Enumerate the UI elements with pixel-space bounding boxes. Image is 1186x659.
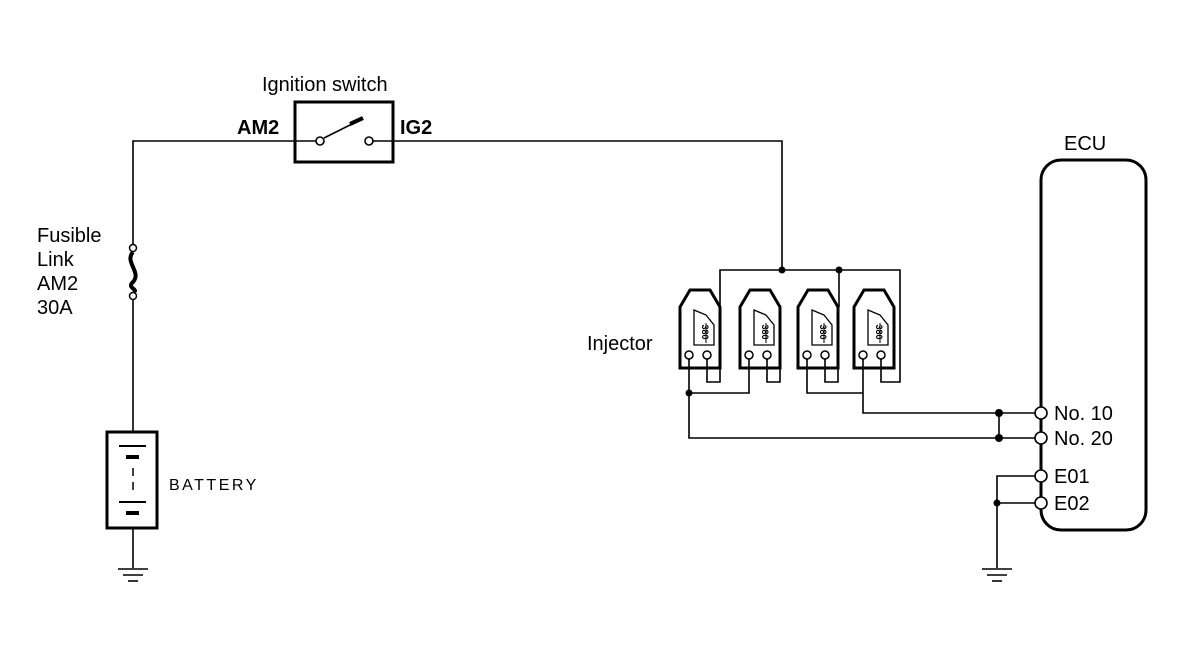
injector-label: Injector	[587, 333, 653, 355]
ecu-terminal-e02: E02	[1054, 493, 1090, 515]
battery-ground-icon	[118, 568, 148, 582]
injector-to-ecu-wires	[685, 359, 1037, 442]
injector-3-coil-label: 380	[818, 324, 828, 339]
injector-internal-wires	[706, 290, 901, 383]
battery-label: BATTERY	[169, 477, 259, 494]
injector-supply-bus	[719, 266, 901, 307]
fusible-link-label-3: AM2	[37, 273, 78, 295]
injector-1: 380	[678, 288, 722, 370]
ig2-terminal-label: IG2	[400, 117, 432, 139]
am2-terminal-label: AM2	[237, 117, 279, 139]
ecu-ground-icon	[982, 568, 1012, 582]
ignition-switch	[293, 100, 395, 164]
fusible-link-label-4: 30A	[37, 297, 73, 319]
wire-ig2	[372, 140, 783, 270]
ignition-switch-label: Ignition switch	[262, 74, 388, 96]
wire-am2	[132, 140, 316, 244]
battery	[105, 430, 159, 530]
ecu-label: ECU	[1064, 133, 1106, 155]
ecu-terminal-e01: E01	[1054, 466, 1090, 488]
injector-2-coil-label: 380	[760, 324, 770, 339]
ecu-ground-wires	[993, 475, 1035, 568]
ecu-terminal-no10: No. 10	[1054, 403, 1113, 425]
injector-1-coil-label: 380	[700, 324, 710, 339]
fusible-link	[128, 243, 138, 301]
fusible-link-label-1: Fusible	[37, 225, 101, 247]
injector-3: 380	[796, 288, 840, 370]
injector-4-coil-label: 380	[874, 324, 884, 339]
ecu-terminal-no20: No. 20	[1054, 428, 1113, 450]
ecu-box	[1039, 158, 1148, 532]
fusible-link-label-2: Link	[37, 249, 75, 271]
injector-2: 380	[738, 288, 782, 370]
injector-4: 380	[852, 288, 896, 370]
